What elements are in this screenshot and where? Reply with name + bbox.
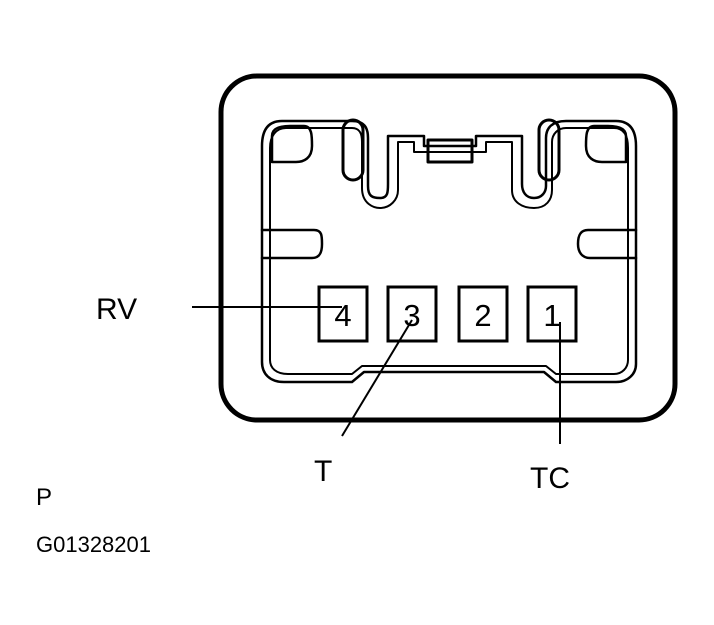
latch-slot-left (341, 118, 365, 182)
pin-cavity-3 (386, 285, 438, 343)
footer-letter: P (36, 484, 52, 511)
side-tab-left (260, 228, 324, 260)
figure-code: G01328201 (36, 532, 151, 557)
callout-label-tc: TC (530, 462, 570, 495)
callout-label-rv: RV (96, 293, 137, 326)
pin-number-3: 3 (403, 298, 420, 333)
corner-pad-left (270, 124, 314, 164)
connector-housing-inner-outer-line (260, 119, 638, 384)
pin-number-1: 1 (543, 298, 560, 333)
pin-cavity-1 (526, 285, 578, 343)
connector-housing-outer (218, 73, 678, 423)
corner-pad-right (584, 124, 628, 164)
side-tab-right (576, 228, 638, 260)
pin-cavity-4 (317, 285, 369, 343)
pin-cavity-2 (457, 285, 509, 343)
pin-number-4: 4 (334, 298, 351, 333)
pin-number-2: 2 (474, 298, 491, 333)
connector-housing-inner-inner-line (269, 127, 629, 375)
key-notch (426, 138, 474, 164)
latch-slot-right (537, 118, 561, 182)
leader-line-t (341, 319, 413, 437)
callout-label-t: T (314, 455, 332, 488)
